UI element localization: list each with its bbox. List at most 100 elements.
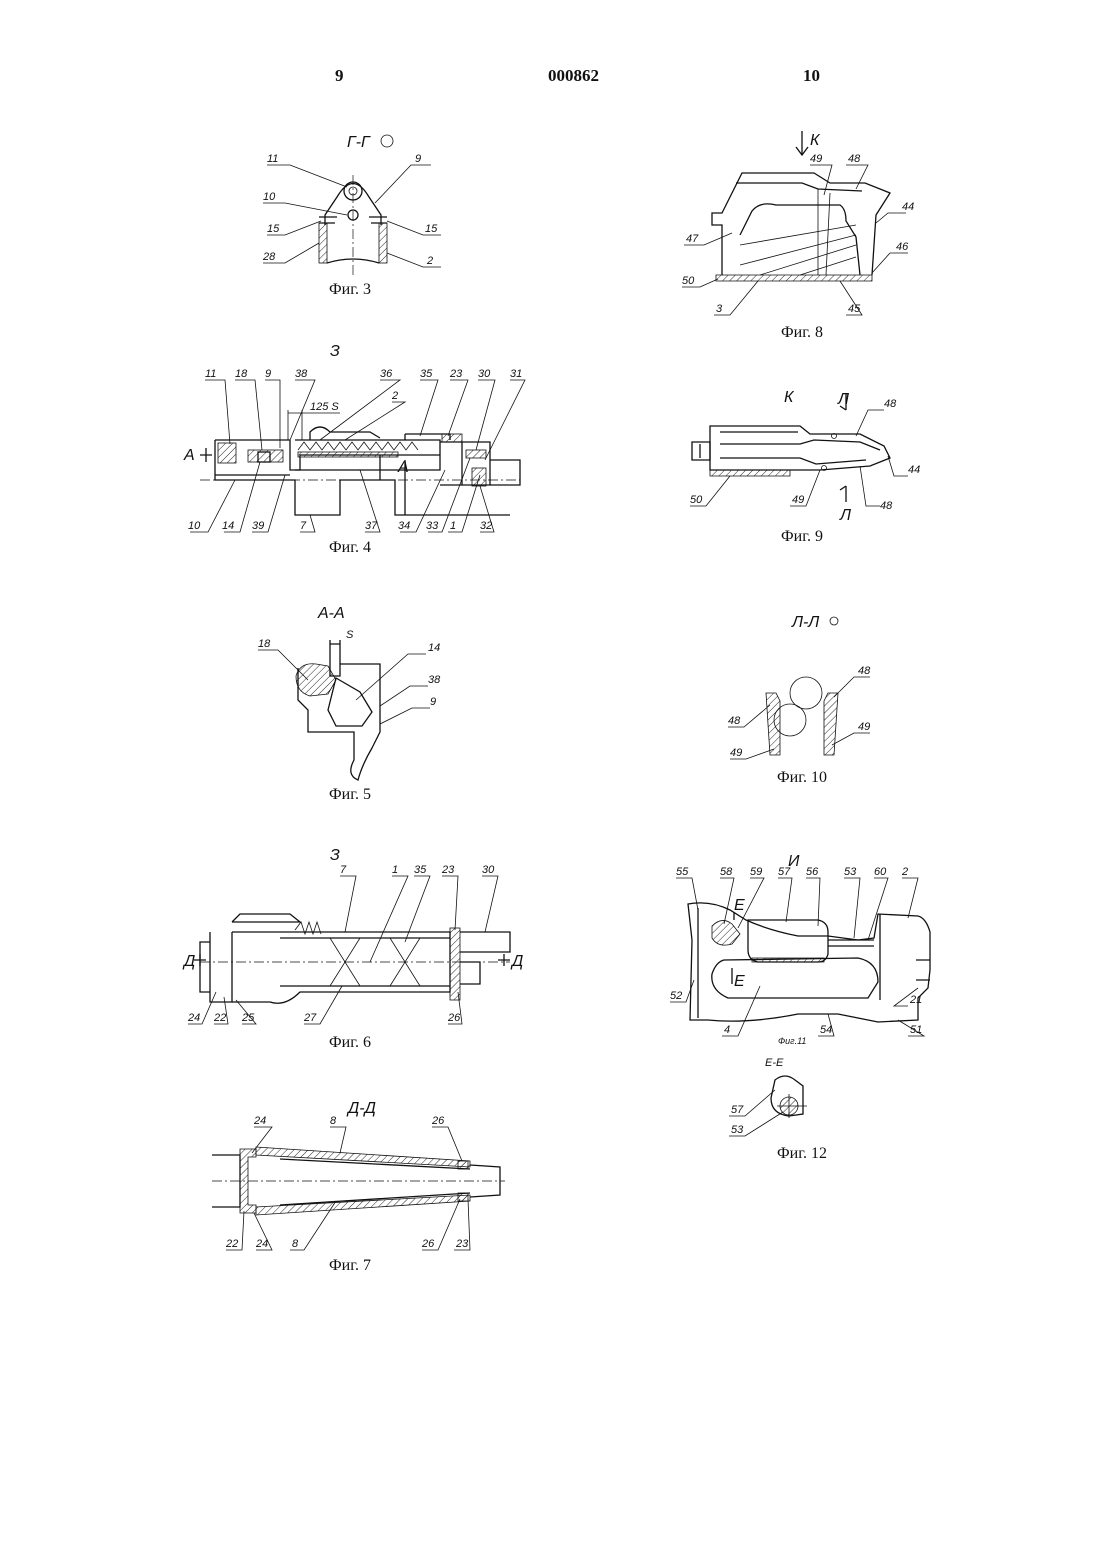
fig3-label-9: 9 xyxy=(415,153,421,165)
fig9-section-mark-bottom: Л xyxy=(839,507,851,524)
fig8-label-45: 45 xyxy=(848,303,861,315)
fig9-section-mark-top: Л xyxy=(837,391,849,408)
fig7-label-24-bottom: 24 xyxy=(255,1238,268,1250)
document-number: 000862 xyxy=(548,66,599,86)
fig8-caption: Фиг. 8 xyxy=(732,324,872,342)
fig4-label-1: 1 xyxy=(450,520,456,532)
fig6-label-24: 24 xyxy=(187,1012,200,1024)
fig7-label-24-top: 24 xyxy=(253,1115,266,1127)
fig3-label-15-right: 15 xyxy=(425,223,438,235)
fig11-section-mark-bottom: Е xyxy=(734,973,745,990)
fig7-label-8-bottom: 8 xyxy=(292,1238,299,1250)
figure-3-drawing: Г-Г 11 9 10 15 15 28 2 xyxy=(255,125,455,285)
fig11-label-51: 51 xyxy=(910,1024,922,1036)
fig6-section-mark-left: Д xyxy=(182,953,195,970)
right-page-number: 10 xyxy=(803,66,820,86)
fig9-caption: Фиг. 9 xyxy=(732,528,872,546)
fig12-label-57: 57 xyxy=(731,1104,744,1116)
fig11-label-52: 52 xyxy=(670,990,682,1002)
fig4-label-35: 35 xyxy=(420,368,433,380)
fig6-caption: Фиг. 6 xyxy=(280,1034,420,1052)
fig3-label-2: 2 xyxy=(426,255,433,267)
fig11-section-mark-top: Е xyxy=(734,897,745,914)
left-page-number: 9 xyxy=(335,66,344,86)
fig9-label-48-top: 48 xyxy=(884,398,897,410)
fig3-section-symbol xyxy=(381,135,393,147)
fig4-label-37: 37 xyxy=(365,520,378,532)
fig4-label-30: 30 xyxy=(478,368,491,380)
fig4-label-2: 2 xyxy=(391,390,398,402)
fig11-label-59: 59 xyxy=(750,866,762,878)
fig9-label-49: 49 xyxy=(792,494,804,506)
fig6-label-1: 1 xyxy=(392,864,398,876)
fig5-title: А-А xyxy=(317,605,345,622)
fig11-label-57: 57 xyxy=(778,866,791,878)
fig5-label-9: 9 xyxy=(430,696,436,708)
fig7-label-23: 23 xyxy=(455,1238,469,1250)
fig6-label-22: 22 xyxy=(213,1012,226,1024)
fig4-label-10: 10 xyxy=(188,520,201,532)
figure-6-drawing: З Д Д 7 1 35 23 30 24 22 25 27 26 xyxy=(180,842,525,1037)
fig8-label-46: 46 xyxy=(896,241,909,253)
fig9-label-48-bottom: 48 xyxy=(880,500,893,512)
fig12-caption: Фиг. 12 xyxy=(732,1145,872,1163)
fig5-gap-s: S xyxy=(346,629,354,641)
fig6-label-7: 7 xyxy=(340,864,347,876)
fig4-title: З xyxy=(330,343,340,360)
fig4-caption: Фиг. 4 xyxy=(280,539,420,557)
fig12-label-53: 53 xyxy=(731,1124,744,1136)
fig8-label-44: 44 xyxy=(902,201,914,213)
fig10-title: Л-Л xyxy=(791,614,819,631)
figure-10-drawing: Л-Л 48 48 49 49 xyxy=(720,605,900,765)
fig11-label-56: 56 xyxy=(806,866,819,878)
fig5-caption: Фиг. 5 xyxy=(280,786,420,804)
fig7-label-8-top: 8 xyxy=(330,1115,337,1127)
fig4-label-18: 18 xyxy=(235,368,248,380)
fig4-label-31: 31 xyxy=(510,368,522,380)
fig5-label-14: 14 xyxy=(428,642,440,654)
fig11-label-4: 4 xyxy=(724,1024,730,1036)
fig3-label-15-left: 15 xyxy=(267,223,280,235)
fig10-label-48-right: 48 xyxy=(858,665,871,677)
fig4-section-mark-inner: А xyxy=(397,459,409,476)
fig3-label-28: 28 xyxy=(262,251,276,263)
fig11-label-58: 58 xyxy=(720,866,733,878)
fig11-label-21: 21 xyxy=(909,994,922,1006)
fig3-label-11: 11 xyxy=(267,153,278,165)
fig10-caption: Фиг. 10 xyxy=(732,769,872,787)
fig6-label-26: 26 xyxy=(447,1012,461,1024)
fig8-view-mark: К xyxy=(810,132,821,149)
fig10-label-49-right: 49 xyxy=(858,721,870,733)
fig6-label-27: 27 xyxy=(303,1012,317,1024)
figure-5-drawing: А-А S 18 14 38 9 xyxy=(250,600,470,790)
fig6-label-25: 25 xyxy=(241,1012,255,1024)
fig11-label-60: 60 xyxy=(874,866,887,878)
fig6-label-35: 35 xyxy=(414,864,427,876)
fig7-label-26-bottom: 26 xyxy=(421,1238,435,1250)
fig4-section-mark: А xyxy=(183,447,195,464)
fig9-label-44: 44 xyxy=(908,464,920,476)
fig10-label-48-left: 48 xyxy=(728,715,741,727)
fig4-label-38: 38 xyxy=(295,368,308,380)
fig3-label-10: 10 xyxy=(263,191,276,203)
fig6-title: З xyxy=(330,847,340,864)
fig8-label-47: 47 xyxy=(686,233,699,245)
figure-4-drawing: З 125 S А А 11 18 9 38 36 35 23 30 31 2 xyxy=(180,340,525,540)
fig8-label-50: 50 xyxy=(682,275,695,287)
fig8-label-49: 49 xyxy=(810,153,822,165)
figure-8-drawing: К 49 48 44 47 46 50 3 45 xyxy=(680,125,920,325)
fig7-caption: Фиг. 7 xyxy=(280,1257,420,1275)
fig7-label-22: 22 xyxy=(225,1238,238,1250)
figure-9-drawing: К Л Л 48 44 50 49 48 xyxy=(680,380,930,525)
fig4-label-14: 14 xyxy=(222,520,234,532)
fig4-dimension: 125 S xyxy=(310,401,339,413)
fig4-label-36: 36 xyxy=(380,368,393,380)
fig4-label-32: 32 xyxy=(480,520,492,532)
fig7-title: Д-Д xyxy=(346,1100,376,1117)
fig5-label-38: 38 xyxy=(428,674,441,686)
fig4-label-11: 11 xyxy=(205,368,216,380)
fig8-label-48: 48 xyxy=(848,153,861,165)
figure-12-drawing: Е-Е 57 53 xyxy=(725,1050,835,1145)
fig11-label-55: 55 xyxy=(676,866,689,878)
figure-7-drawing: Д-Д 24 8 26 22 24 8 26 23 xyxy=(200,1095,510,1255)
